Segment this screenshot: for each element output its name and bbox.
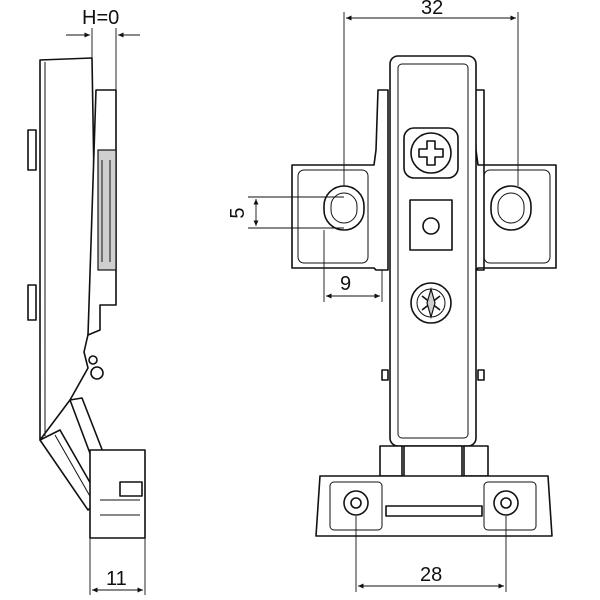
side-view-door-panel <box>39 57 97 441</box>
front-view-hinge-arm-inner <box>397 63 469 439</box>
front-view-window-hole <box>422 217 440 235</box>
front-view-hinge-arm <box>389 55 477 447</box>
front-view-base-hole-left-inner <box>350 497 362 509</box>
side-view-pivot-pin <box>88 355 98 365</box>
front-view-slot-left-inner <box>330 192 358 224</box>
slot-height-label: 5 <box>227 207 249 218</box>
cross-screw-icon <box>418 140 444 166</box>
side-view-link-detail <box>54 434 96 506</box>
front-view-plate-left-inner <box>297 169 369 264</box>
slot-offset-label: 9 <box>340 273 351 295</box>
top-width-label: 32 <box>421 0 443 19</box>
side-view-cup-lip-bottom <box>27 284 37 321</box>
front-view-slot-right-inner <box>497 192 525 224</box>
side-view-pivot <box>90 366 104 380</box>
bottom-width-label: 28 <box>420 564 442 586</box>
front-view-base-hole-right-inner <box>500 497 512 509</box>
front-view-base-right-pad <box>483 481 537 531</box>
front-view-base-bar <box>385 505 483 517</box>
side-view-arm-plate <box>97 149 117 271</box>
front-view-plate-left-wing <box>291 89 389 271</box>
front-view-arm-tab-left <box>381 369 389 381</box>
side-view-base-slot <box>119 481 143 497</box>
front-view-plate-right-wing <box>473 89 557 271</box>
h-offset-label: H=0 <box>82 7 119 29</box>
front-view: 32 5 9 28 <box>227 0 557 592</box>
front-view-cam-lobe <box>426 286 436 320</box>
side-depth-label: 11 <box>106 568 127 590</box>
front-view-plate-right-inner <box>483 169 551 264</box>
side-view-cup-lip-top <box>27 129 37 171</box>
side-view: H=0 11 <box>27 7 146 595</box>
front-view-arm-tab-right <box>477 369 485 381</box>
front-view-neck-right-block <box>463 445 489 477</box>
front-view-neck-left-block <box>379 445 403 477</box>
